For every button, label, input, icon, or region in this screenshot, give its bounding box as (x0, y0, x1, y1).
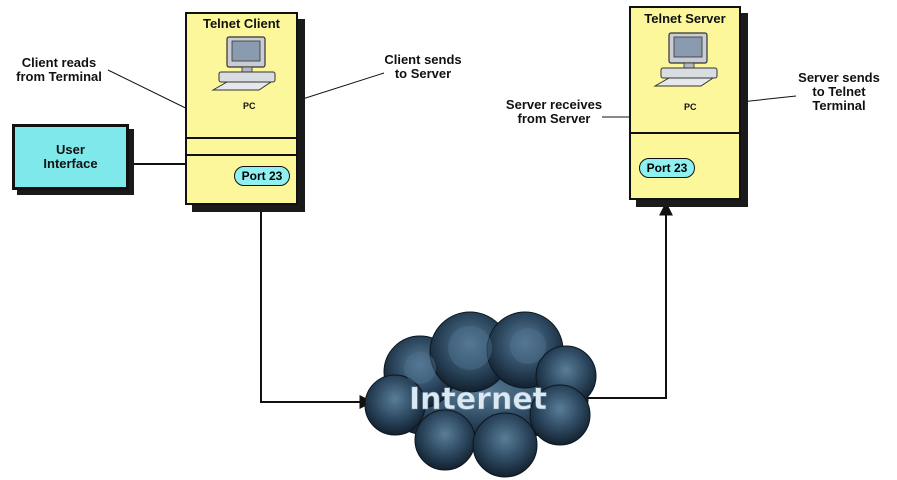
user-interface-line1: User (56, 142, 85, 157)
client-sends-line2: to Server (394, 66, 452, 81)
client-to-internet-line (260, 183, 374, 409)
client-reads-annotation: Client reads from Terminal (4, 56, 114, 84)
server-sends-annotation: Server sends to Telnet Terminal (786, 71, 892, 113)
server-title: Telnet Server (644, 11, 726, 26)
internet-to-server-line (586, 201, 673, 399)
client-port-label: Port 23 (241, 169, 283, 183)
server-sends-line1: Server sends (798, 70, 880, 85)
client-reads-line2: from Terminal (16, 69, 102, 84)
internet-label: Internet (409, 382, 547, 417)
server-computer-icon (653, 32, 718, 87)
server-receives-annotation: Server receives from Server (492, 98, 616, 126)
client-divider-1 (187, 137, 296, 139)
server-receives-line1: Server receives (505, 97, 603, 112)
client-computer-icon (211, 36, 276, 91)
server-divider (631, 132, 739, 134)
server-port-pill: Port 23 (639, 158, 695, 178)
client-divider-2 (187, 154, 296, 156)
server-sends-line2: to Telnet (812, 84, 866, 99)
user-interface-box: User Interface (12, 124, 129, 190)
server-pc-label: PC (684, 102, 697, 112)
client-port-pill: Port 23 (234, 166, 290, 186)
client-sends-annotation: Client sends to Server (368, 53, 478, 81)
server-receives-line2: from Server (517, 111, 591, 126)
client-sends-line1: Client sends (384, 52, 462, 67)
client-reads-line1: Client reads (21, 55, 97, 70)
user-interface-line2: Interface (43, 156, 98, 171)
server-port-label: Port 23 (646, 161, 688, 175)
client-title: Telnet Client (202, 16, 281, 31)
telnet-client-box: Telnet Client PC Port 23 (185, 12, 298, 205)
server-sends-line3: Terminal (812, 98, 866, 113)
client-pc-label: PC (243, 101, 256, 111)
telnet-server-box: Telnet Server PC Port 23 (629, 6, 741, 200)
internet-cloud (364, 311, 597, 478)
